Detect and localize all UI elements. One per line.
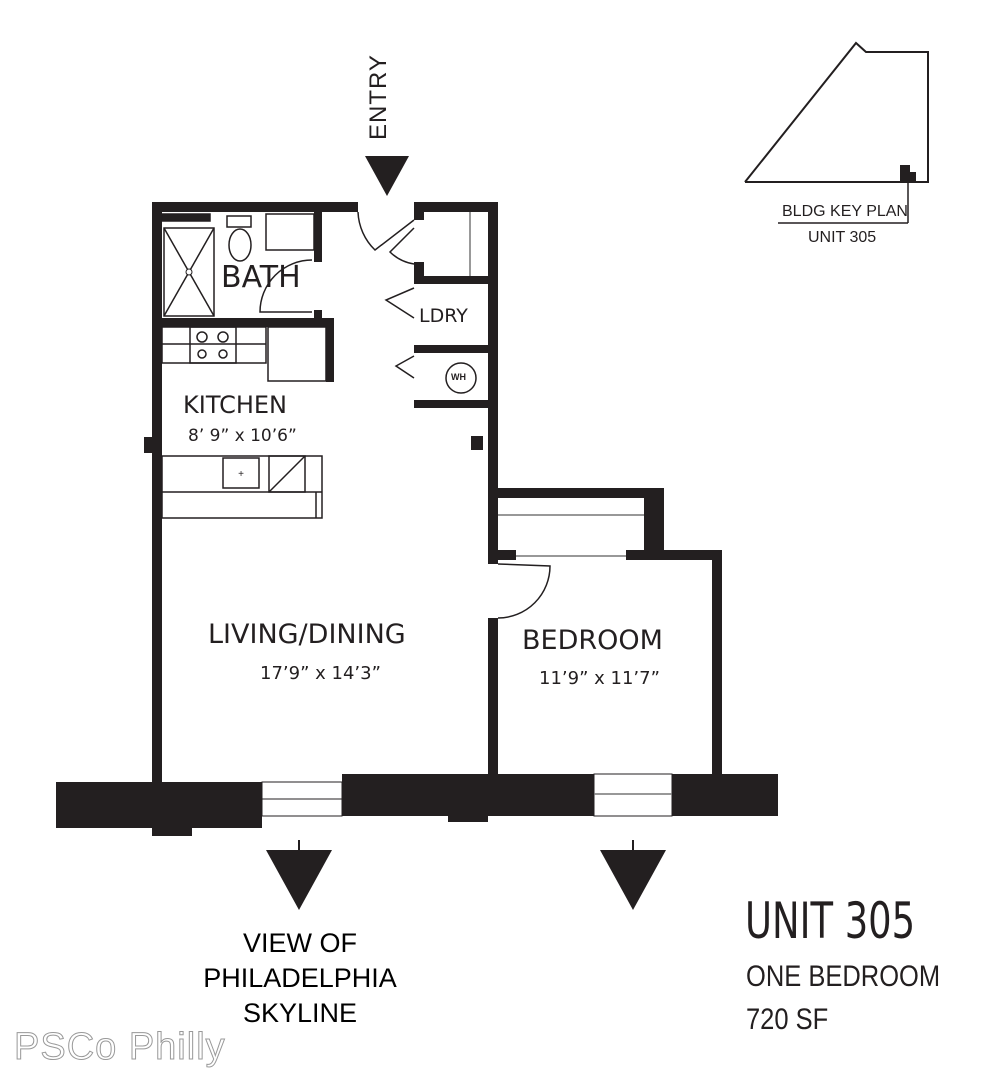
refrigerator — [267, 326, 327, 382]
view-arrow-left-icon — [266, 850, 332, 910]
room-dim-bedroom: 11’9” x 11’7” — [539, 668, 660, 689]
view-arrow-right-icon — [600, 850, 666, 910]
entry-door — [357, 211, 415, 251]
bath-door — [259, 259, 313, 313]
bedroom-door — [497, 563, 551, 619]
view-line-2: PHILADELPHIA — [203, 963, 397, 993]
view-caption: VIEW OF PHILADELPHIA SKYLINE — [170, 926, 430, 1031]
toilet — [226, 215, 252, 262]
unit-area: 720 SF — [746, 1003, 829, 1036]
room-dim-kitchen: 8’ 9” x 10’6” — [188, 426, 297, 446]
svg-text:+: + — [238, 469, 244, 480]
kitchen-counter-upper — [161, 326, 327, 382]
key-plan-title: BLDG KEY PLAN — [782, 203, 908, 220]
water-heater-icon — [445, 362, 477, 394]
view-line-1: VIEW OF — [243, 928, 357, 958]
room-label-kitchen: KITCHEN — [183, 391, 287, 419]
dishwasher — [268, 455, 306, 493]
laundry-door — [384, 287, 415, 319]
building-key-plan — [744, 41, 929, 224]
shower — [163, 227, 215, 317]
view-line-3: SKYLINE — [242, 998, 358, 1028]
kitchen-island: + — [161, 455, 323, 519]
room-label-living: LIVING/DINING — [208, 619, 406, 650]
unit-title: UNIT 305 — [745, 892, 916, 950]
water-heater-label: WH — [451, 372, 466, 382]
watermark: PSCo Philly — [14, 1026, 226, 1069]
sink — [222, 457, 260, 489]
closet-door — [388, 227, 415, 265]
key-plan-unit: UNIT 305 — [808, 229, 877, 246]
vanity — [265, 213, 315, 251]
room-label-laundry: LDRY — [419, 305, 468, 327]
room-dim-living: 17’9” x 14’3” — [260, 663, 381, 684]
entry-label: ENTRY — [365, 54, 392, 140]
unit-type: ONE BEDROOM — [746, 960, 941, 993]
walls — [56, 202, 778, 836]
entry-arrow-icon — [365, 156, 409, 196]
wh-closet-door — [394, 355, 415, 379]
room-label-bath: BATH — [221, 260, 301, 295]
room-label-bedroom: BEDROOM — [522, 625, 663, 656]
